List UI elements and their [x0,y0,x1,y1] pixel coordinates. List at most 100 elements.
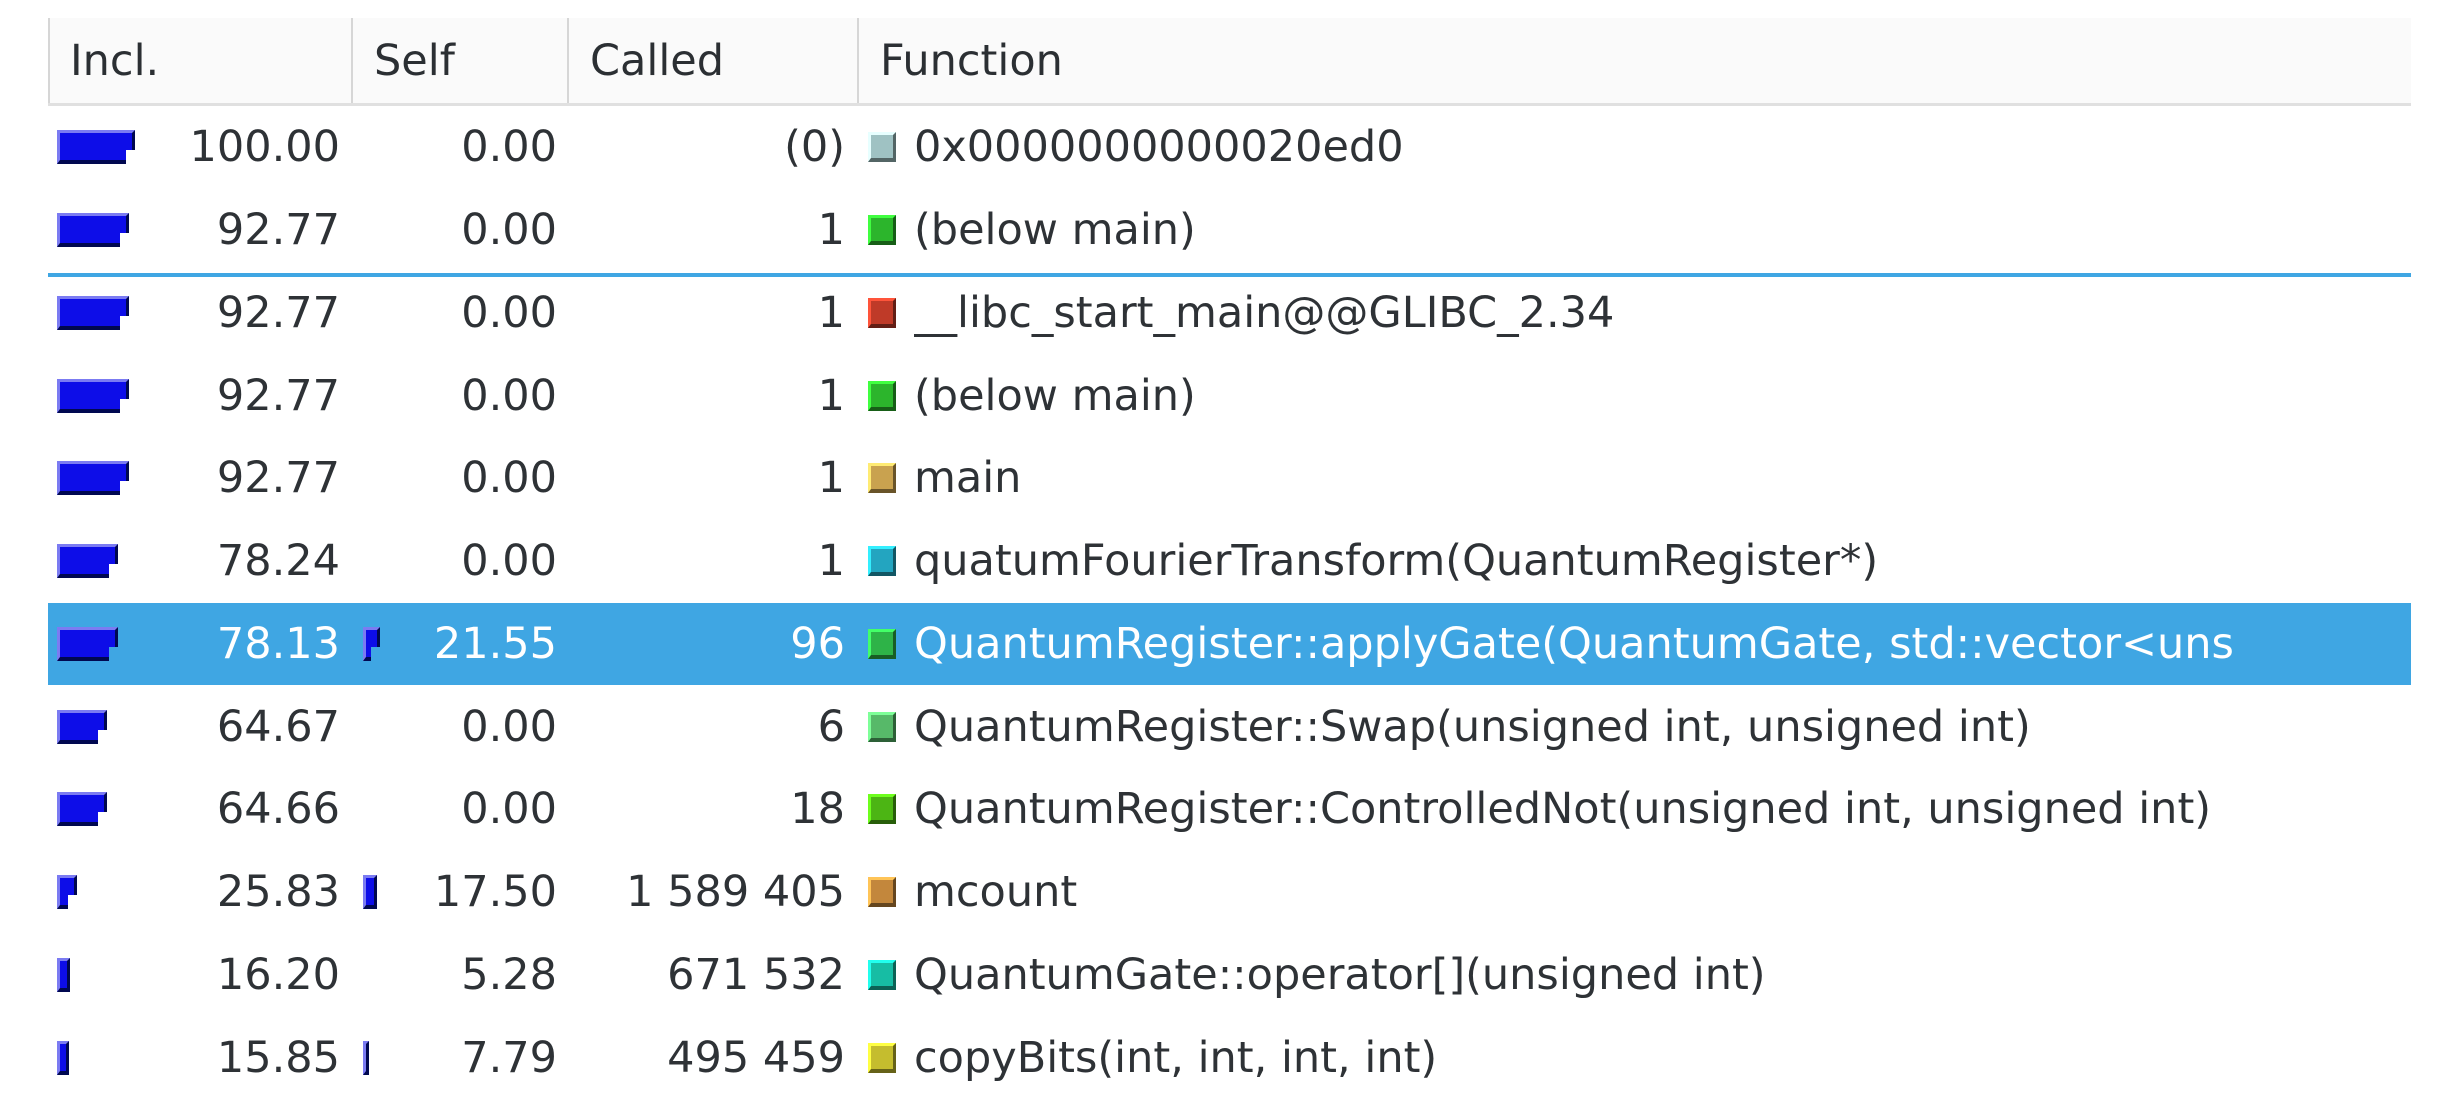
incl-cost-bar [57,875,77,910]
function-list-view: Incl. Self Called Function 100.00 0.00 (… [48,18,2411,1099]
called-cell: (0) [569,106,859,189]
self-cell: 0.00 [353,272,569,355]
incl-cost-bar [57,295,129,330]
function-cell: quatumFourierTransform(QuantumRegister*) [859,520,2411,603]
function-type-icon [868,297,896,328]
self-value: 0.00 [461,370,557,421]
incl-cost-bar [57,709,107,744]
incl-value: 64.67 [216,701,340,752]
function-cell: (below main) [859,189,2411,272]
incl-value: 92.77 [216,453,340,504]
function-type-icon [868,877,896,908]
self-cell: 17.50 [353,851,569,934]
incl-value: 92.77 [216,370,340,421]
function-row[interactable]: 92.77 0.00 1 (below main) [48,188,2411,272]
incl-cell: 64.66 [48,768,353,851]
incl-cell: 92.77 [48,272,353,355]
incl-cost-bar [57,378,129,413]
incl-cost-bar [57,1040,69,1075]
function-cell: QuantumRegister::Swap(unsigned int, unsi… [859,685,2411,768]
function-cell: QuantumRegister::ControlledNot(unsigned … [859,768,2411,851]
self-value: 0.00 [461,205,557,256]
selection-underline [48,273,2411,277]
function-type-icon [868,628,896,659]
called-cell: 1 [569,437,859,520]
function-name: QuantumRegister::ControlledNot(unsigned … [914,784,2212,835]
function-name: QuantumRegister::Swap(unsigned int, unsi… [914,701,2031,752]
function-name: QuantumGate::operator[](unsigned int) [914,949,1766,1000]
function-type-icon [868,463,896,494]
called-cell: 1 589 405 [569,851,859,934]
function-name: __libc_start_main@@GLIBC_2.34 [914,287,1615,338]
incl-cost-bar [57,626,118,661]
function-row[interactable]: 92.77 0.00 1 __libc_start_main@@GLIBC_2.… [48,271,2411,355]
incl-value: 92.77 [216,287,340,338]
incl-value: 16.20 [216,949,340,1000]
self-cell: 21.55 [353,603,569,686]
function-row[interactable]: 78.24 0.00 1 quatumFourierTransform(Quan… [48,519,2411,603]
function-cell: main [859,437,2411,520]
function-row[interactable]: 92.77 0.00 1 (below main) [48,354,2411,437]
column-header-called[interactable]: Called [569,18,859,103]
incl-cost-bar [57,213,129,248]
function-row[interactable]: 25.83 17.50 1 589 405 mcount [48,850,2411,934]
incl-cell: 78.24 [48,520,353,603]
called-value: 671 532 [667,949,845,1000]
function-type-icon [868,794,896,825]
function-name: mcount [914,867,1078,918]
incl-cell: 100.00 [48,106,353,189]
called-value: 1 [817,536,845,587]
self-cell: 0.00 [353,189,569,272]
incl-cost-bar [57,130,135,165]
function-row[interactable]: 64.67 0.00 6 QuantumRegister::Swap(unsig… [48,685,2411,768]
function-name: 0x0000000000020ed0 [914,122,1404,173]
incl-value: 92.77 [216,205,340,256]
self-cell: 0.00 [353,354,569,437]
function-row[interactable]: 16.20 5.28 671 532 QuantumGate::operator… [48,933,2411,1017]
column-header-function[interactable]: Function [880,35,1063,86]
self-cell: 5.28 [353,934,569,1017]
function-type-icon [868,546,896,577]
called-cell: 1 [569,189,859,272]
function-name: (below main) [914,205,1196,256]
incl-value: 78.13 [216,618,340,669]
self-cell: 0.00 [353,768,569,851]
self-value: 0.00 [461,453,557,504]
column-header-self[interactable]: Self [353,18,569,103]
function-row[interactable]: 92.77 0.00 1 main [48,437,2411,520]
function-type-icon [868,959,896,990]
called-value: (0) [784,122,845,173]
incl-cell: 92.77 [48,189,353,272]
function-type-icon [868,711,896,742]
column-header-incl[interactable]: Incl. [48,18,353,103]
called-value: 1 [817,453,845,504]
self-value: 0.00 [461,784,557,835]
function-type-icon [868,215,896,246]
self-cost-bar [363,875,377,910]
self-cost-bar [363,626,380,661]
function-type-icon [868,132,896,163]
incl-cost-bar [57,461,129,496]
function-cell: __libc_start_main@@GLIBC_2.34 [859,272,2411,355]
function-row[interactable]: 64.66 0.00 18 QuantumRegister::Controlle… [48,768,2411,851]
function-name: QuantumRegister::applyGate(QuantumGate, … [914,618,2234,669]
function-row[interactable]: 15.85 7.79 495 459 copyBits(int, int, in… [48,1016,2411,1099]
called-cell: 96 [569,603,859,686]
called-value: 18 [790,784,845,835]
function-type-icon [868,1042,896,1073]
function-name: main [914,453,1022,504]
function-row[interactable]: 78.13 21.55 96 QuantumRegister::applyGat… [48,602,2411,686]
incl-cell: 16.20 [48,934,353,1017]
incl-value: 64.66 [216,784,340,835]
incl-cell: 25.83 [48,851,353,934]
function-row[interactable]: 100.00 0.00 (0) 0x0000000000020ed0 [48,106,2411,189]
self-cell: 0.00 [353,685,569,768]
function-name: quatumFourierTransform(QuantumRegister*) [914,536,1879,587]
incl-value: 78.24 [216,536,340,587]
function-cell: copyBits(int, int, int, int) [859,1016,2411,1099]
called-cell: 18 [569,768,859,851]
incl-value: 15.85 [216,1032,340,1083]
incl-cell: 78.13 [48,603,353,686]
called-cell: 1 [569,354,859,437]
incl-value: 100.00 [189,122,340,173]
